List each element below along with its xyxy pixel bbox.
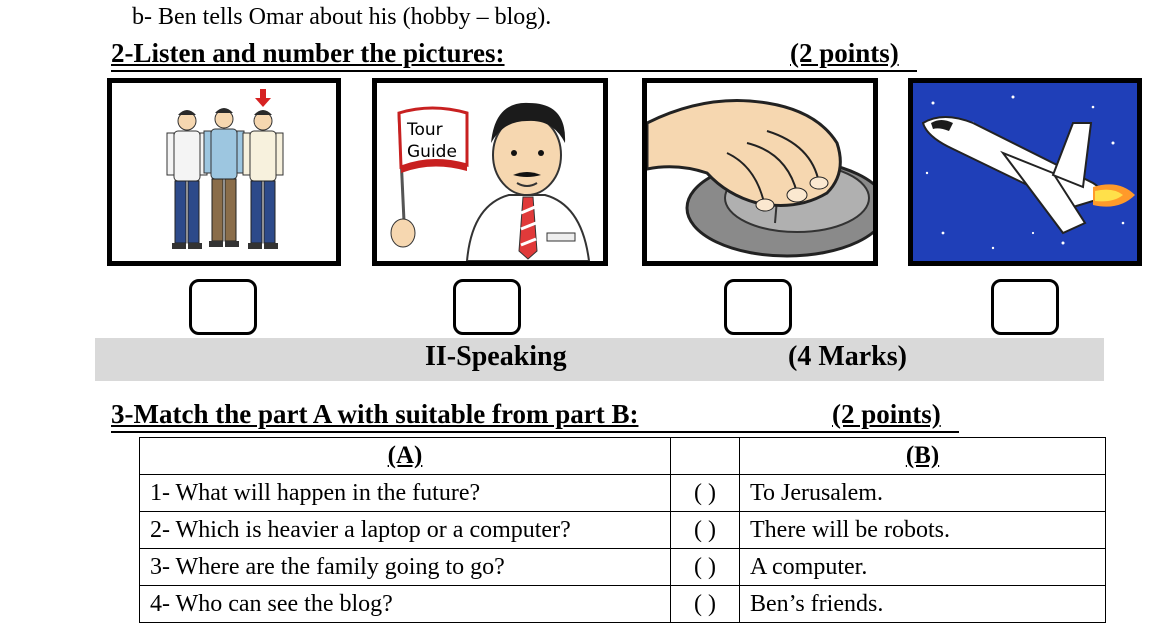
question-cell: 4- Who can see the blog? <box>139 585 671 623</box>
flag-text-guide: Guide <box>407 142 457 162</box>
answer-cell[interactable]: ( ) <box>670 548 740 586</box>
speaking-marks: (4 Marks) <box>788 341 907 372</box>
picture-1-number-box[interactable] <box>189 279 257 335</box>
column-header-b: (B) <box>739 437 1106 475</box>
option-cell: A computer. <box>739 548 1106 586</box>
column-header-a: (A) <box>139 437 671 475</box>
picture-2-number-box[interactable] <box>453 279 521 335</box>
section-3-heading: 3-Match the part A with suitable from pa… <box>111 399 639 429</box>
section-3-points: (2 points) <box>832 399 941 429</box>
question-cell: 2- Which is heavier a laptop or a comput… <box>139 511 671 549</box>
option-cell: Ben’s friends. <box>739 585 1106 623</box>
option-cell: There will be robots. <box>739 511 1106 549</box>
picture-4-number-box[interactable] <box>991 279 1059 335</box>
match-table-header-row: (A) (B) <box>139 437 1106 475</box>
question-cell: 3- Where are the family going to go? <box>139 548 671 586</box>
section-2-heading: 2-Listen and number the pictures: <box>111 38 505 68</box>
table-row: 4- Who can see the blog? ( ) Ben’s frien… <box>139 585 1106 623</box>
computer-mouse-picture <box>642 78 878 266</box>
flag-text-tour: Tour <box>406 120 443 140</box>
section-3-underline <box>111 431 959 433</box>
table-row: 3- Where are the family going to go? ( )… <box>139 548 1106 586</box>
question-cell: 1- What will happen in the future? <box>139 474 671 512</box>
speaking-band <box>95 338 1104 381</box>
answer-cell[interactable]: ( ) <box>670 474 740 512</box>
table-row: 1- What will happen in the future? ( ) T… <box>139 474 1106 512</box>
space-shuttle-picture <box>908 78 1142 266</box>
option-cell: To Jerusalem. <box>739 474 1106 512</box>
match-table: (A) (B) 1- What will happen in the futur… <box>139 437 1106 623</box>
section-2-points: (2 points) <box>790 38 899 68</box>
picture-3-number-box[interactable] <box>724 279 792 335</box>
answer-cell[interactable]: ( ) <box>670 585 740 623</box>
table-row: 2- Which is heavier a laptop or a comput… <box>139 511 1106 549</box>
section-2-underline <box>111 70 917 72</box>
intro-line: b- Ben tells Omar about his (hobby – blo… <box>132 4 552 30</box>
three-men-picture <box>107 78 341 266</box>
speaking-title: II-Speaking <box>425 341 567 372</box>
tour-guide-picture: Tour Guide <box>372 78 608 266</box>
answer-cell[interactable]: ( ) <box>670 511 740 549</box>
column-header-answer <box>670 437 740 475</box>
